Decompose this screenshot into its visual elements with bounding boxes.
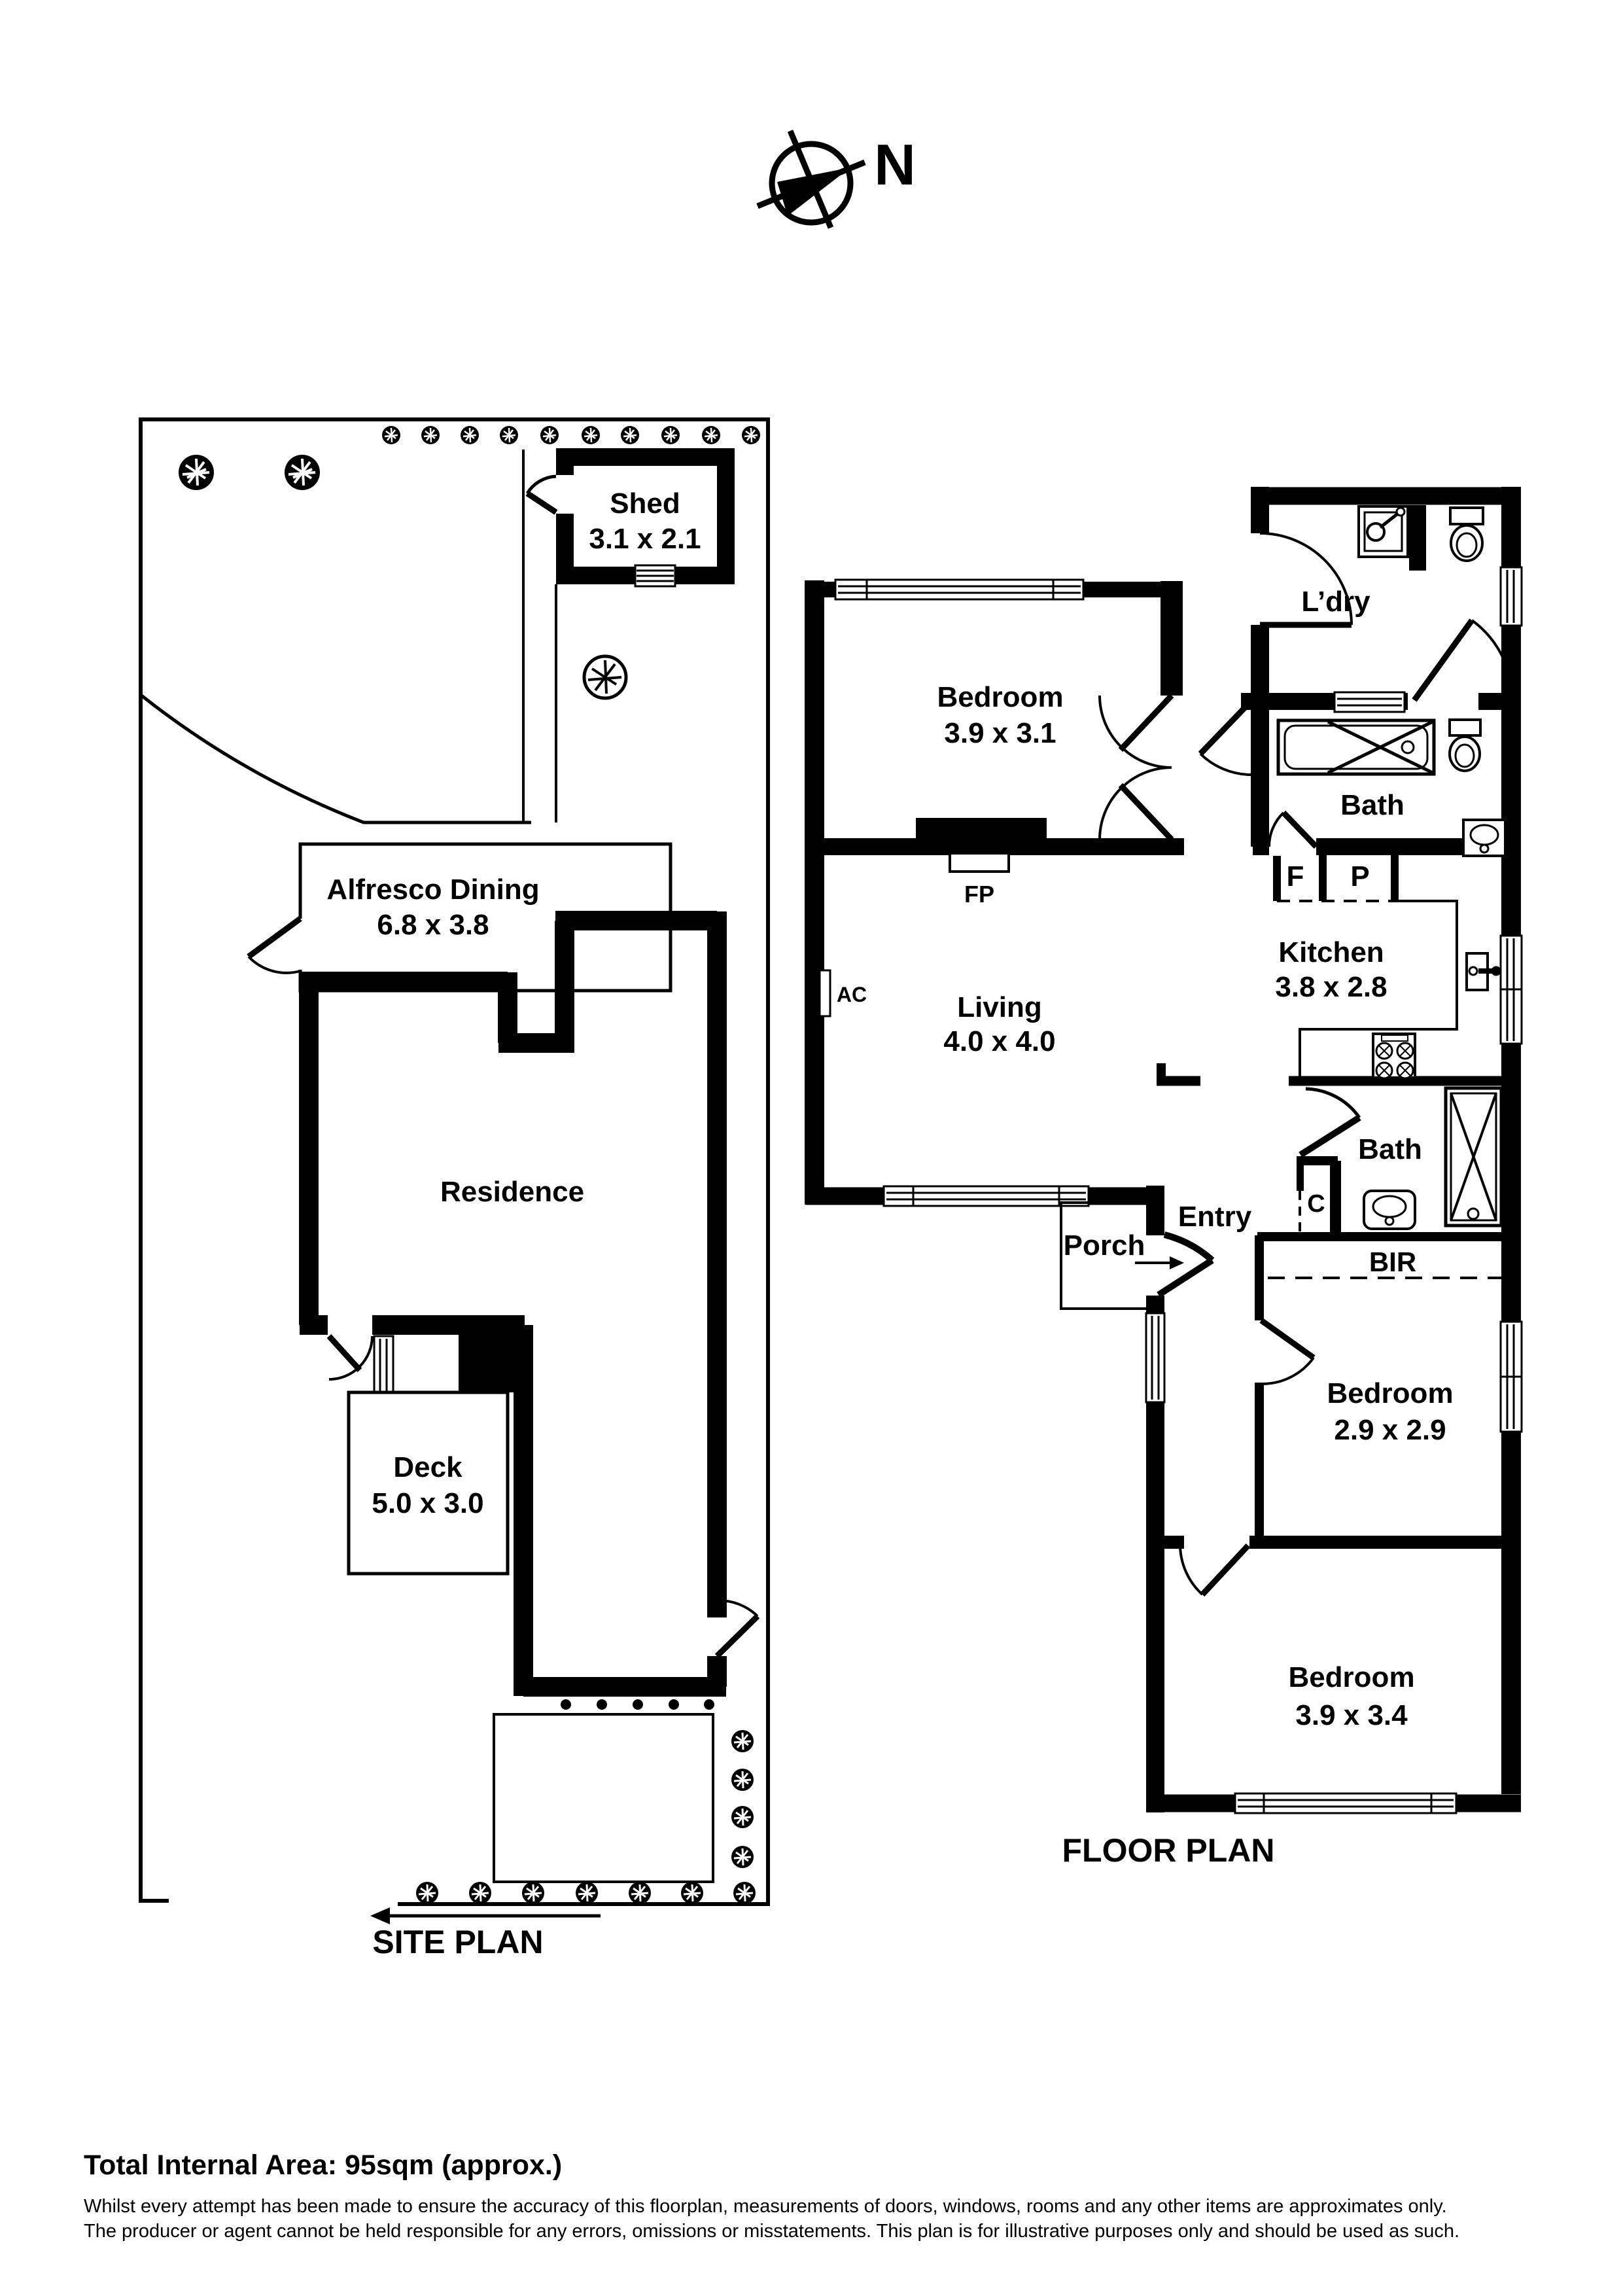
fridge-label: F	[1286, 860, 1304, 892]
hot-water-unit-icon	[1465, 952, 1501, 991]
rear-garden	[415, 1699, 757, 1905]
floor-plan-title: FLOOR PLAN	[1062, 1832, 1275, 1869]
basin-middle-icon	[1363, 1190, 1416, 1230]
windows	[834, 566, 1523, 1814]
deck-dims: 5.0 x 3.0	[372, 1487, 484, 1519]
shed-dims: 3.1 x 2.1	[589, 523, 701, 555]
door-bedroom-middle	[1259, 1318, 1316, 1386]
bir-label: BIR	[1369, 1246, 1417, 1277]
total-area-text: Total Internal Area: 95sqm (approx.)	[84, 2149, 563, 2181]
shed	[525, 448, 735, 588]
door-wc	[1412, 618, 1514, 702]
alfresco-name: Alfresco Dining	[326, 874, 540, 906]
door-corridor	[1198, 699, 1253, 776]
stove-icon	[1372, 1033, 1416, 1080]
floorplan-wall-stubs	[1157, 1063, 1341, 1234]
door-bath-top	[1267, 810, 1319, 849]
fireplace-icon	[916, 818, 1047, 873]
door-bedroom-bottom	[1179, 1543, 1251, 1597]
porch-outline	[1060, 1201, 1146, 1310]
ac-label: AC	[836, 983, 867, 1006]
dashed-lines	[1268, 900, 1505, 1279]
kitchen-bench	[1299, 900, 1458, 1076]
porch-label: Porch	[1063, 1229, 1145, 1262]
compass-north-label: N	[874, 132, 916, 197]
shed-name: Shed	[610, 487, 680, 520]
basin-top-icon	[1462, 819, 1507, 857]
bedroom-top-name: Bedroom	[937, 681, 1064, 713]
laundry-name: L’dry	[1301, 586, 1370, 618]
bedroom-bottom-name: Bedroom	[1288, 1661, 1415, 1693]
toilet-wc-icon	[1449, 506, 1484, 562]
bath-top-name: Bath	[1340, 789, 1405, 821]
residence-openings	[326, 1314, 760, 1659]
kitchen-dims: 3.8 x 2.8	[1275, 971, 1387, 1003]
window-hall	[1145, 1312, 1166, 1404]
site-arrow	[370, 1907, 601, 1924]
bedroom-top-dims: 3.9 x 3.1	[944, 717, 1056, 749]
door-entry	[1157, 1231, 1215, 1298]
residence-walls	[299, 911, 727, 1697]
window-wc	[1499, 566, 1523, 627]
pantry-label: P	[1350, 860, 1370, 892]
fixtures	[818, 505, 1507, 1230]
door-laundry	[1259, 532, 1353, 628]
site-plan-title: SITE PLAN	[372, 1924, 544, 1960]
kitchen-name: Kitchen	[1278, 936, 1384, 968]
alfresco-dims: 6.8 x 3.8	[377, 909, 489, 941]
trough-icon	[1357, 505, 1409, 558]
site-fences	[139, 450, 557, 824]
bedroom-middle-dims: 2.9 x 2.9	[1334, 1414, 1446, 1446]
door-bedroom-top	[1098, 693, 1174, 842]
bath-middle-name: Bath	[1358, 1133, 1422, 1165]
toilet-bath-icon	[1448, 718, 1482, 772]
bedroom-bottom-dims: 3.9 x 3.4	[1295, 1699, 1408, 1731]
bathtub-icon	[1276, 718, 1436, 776]
window-bedroom-top	[834, 578, 1085, 601]
disclaimer-line-1: Whilst every attempt has been made to en…	[84, 2196, 1447, 2217]
window-bedroom-middle	[1499, 1320, 1523, 1433]
door-bath-middle	[1299, 1087, 1361, 1158]
deck-name: Deck	[393, 1451, 462, 1483]
entry-arrow	[1135, 1256, 1184, 1269]
compass-icon	[756, 130, 866, 229]
site-boundary	[139, 417, 770, 1906]
doors	[1098, 532, 1514, 1597]
window-bedroom-bottom	[1234, 1792, 1457, 1814]
fireplace-label: FP	[964, 881, 995, 908]
bedroom-middle-name: Bedroom	[1327, 1377, 1454, 1409]
living-name: Living	[957, 991, 1042, 1023]
disclaimer-line-2: The producer or agent cannot be held res…	[84, 2221, 1460, 2242]
window-kitchen	[1499, 934, 1523, 1045]
living-dims: 4.0 x 4.0	[943, 1025, 1056, 1057]
entry-label: Entry	[1178, 1201, 1252, 1233]
window-living	[882, 1185, 1090, 1207]
shower-icon	[1444, 1086, 1503, 1227]
deck-outline	[347, 1390, 510, 1576]
ac-unit-icon	[818, 969, 831, 1017]
window-bath-internal	[1333, 691, 1406, 713]
residence-name: Residence	[440, 1176, 585, 1208]
cupboard-label: C	[1307, 1190, 1325, 1218]
